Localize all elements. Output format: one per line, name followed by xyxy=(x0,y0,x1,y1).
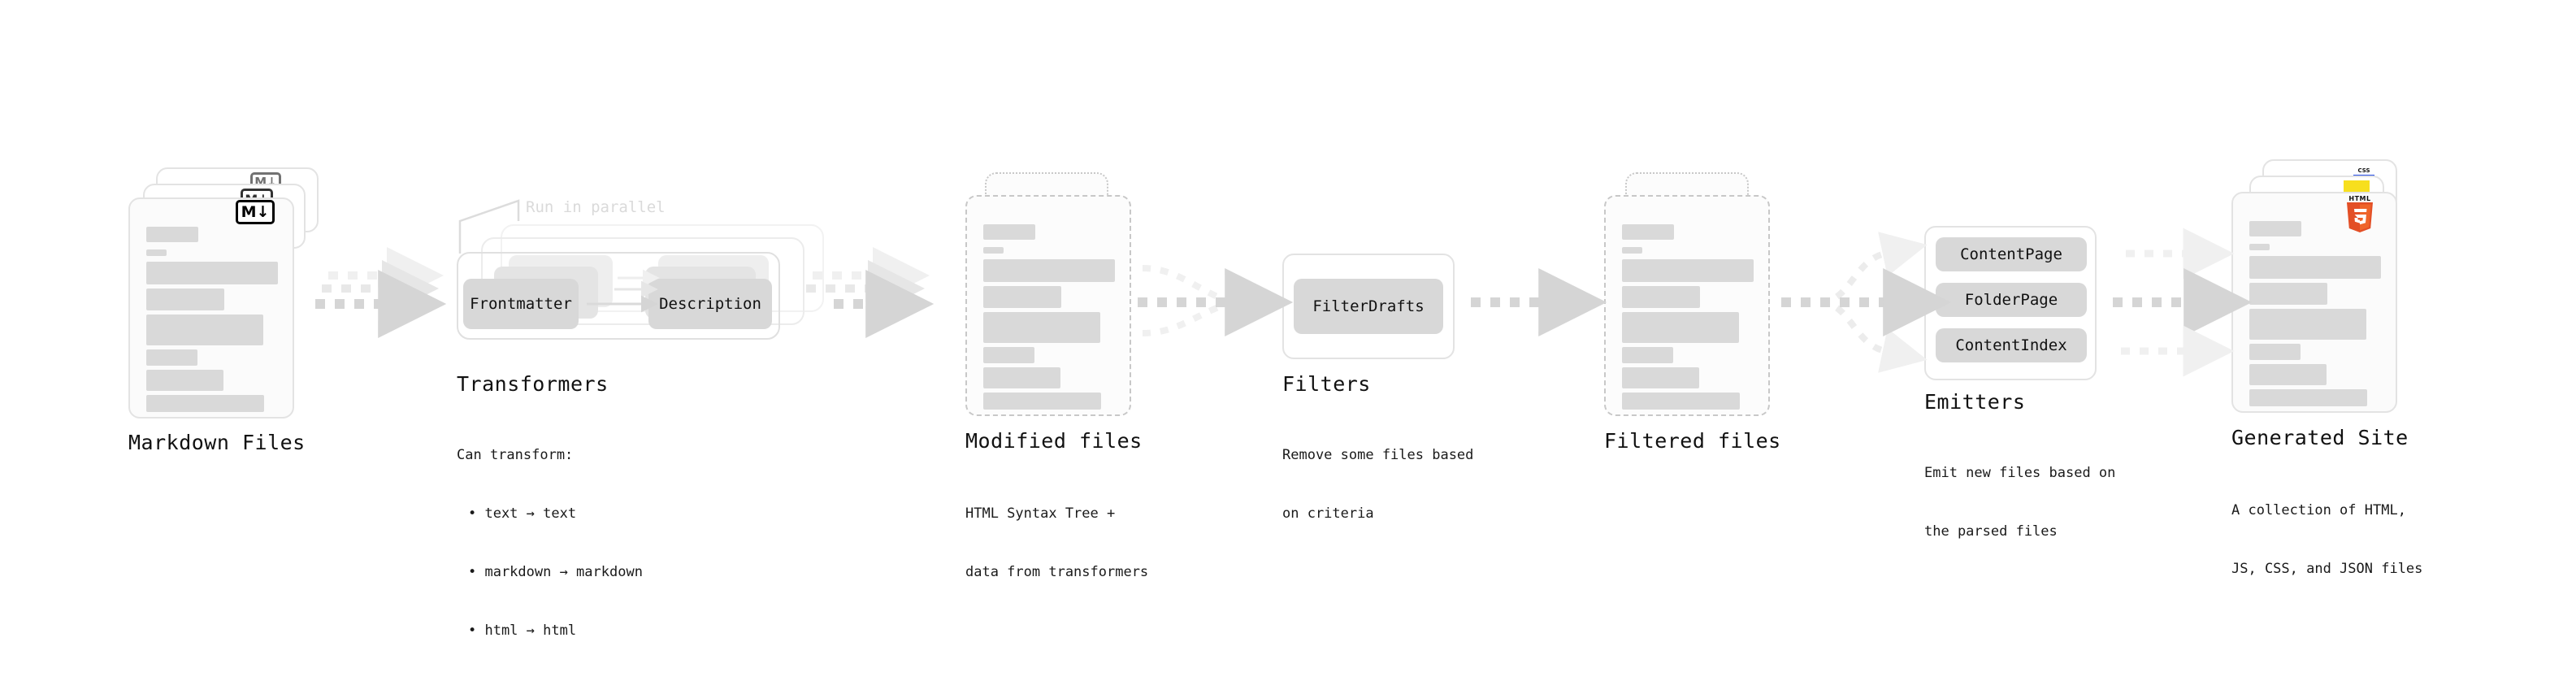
transformers-desc-line-1: • text → text xyxy=(468,505,577,522)
html5-badge-label: HTML xyxy=(2348,195,2371,202)
placeholder-bar xyxy=(983,247,1004,254)
placeholder-bar xyxy=(146,227,198,242)
emitters-desc-line-0: Emit new files based on xyxy=(1924,465,2116,481)
stage-description-generated-site: A collection of HTML, JS, CSS, and JSON … xyxy=(2231,462,2422,618)
markdown-file-card xyxy=(128,197,294,419)
placeholder-bar xyxy=(146,349,197,366)
emitter-pill-folderpage[interactable]: FolderPage xyxy=(1936,283,2087,317)
stage-caption-emitters: Emitters xyxy=(1924,390,2026,414)
stage-caption-transformers: Transformers xyxy=(457,372,609,396)
connector-emitters-to-site xyxy=(2113,228,2253,377)
placeholder-bar xyxy=(2249,256,2381,279)
placeholder-bar xyxy=(146,288,224,310)
placeholder-bar xyxy=(146,249,167,256)
placeholder-bar xyxy=(1622,224,1674,240)
generated-file-card xyxy=(2231,192,2397,413)
transformers-desc-line-3: • html → html xyxy=(468,622,577,639)
emitter-pill-contentpage[interactable]: ContentPage xyxy=(1936,237,2087,271)
filters-desc-line-1: on criteria xyxy=(1282,505,1374,522)
css-badge-label: CSS xyxy=(2357,167,2370,174)
connector-md-to-transformers xyxy=(315,247,447,338)
placeholder-bar xyxy=(1622,247,1642,254)
placeholder-bar xyxy=(146,395,264,412)
placeholder-bar xyxy=(2249,344,2301,360)
transformers-desc-line-0: Can transform: xyxy=(457,447,574,463)
stage-description-modified-files: HTML Syntax Tree + data from transformer… xyxy=(965,465,1148,621)
site-desc-line-0: A collection of HTML, xyxy=(2231,502,2406,518)
placeholder-bar xyxy=(1622,347,1673,363)
placeholder-bar xyxy=(2249,221,2301,236)
stage-caption-filtered-files: Filtered files xyxy=(1604,429,1781,453)
placeholder-bar xyxy=(2249,244,2270,250)
stage-description-emitters: Emit new files based on the parsed files xyxy=(1924,424,2115,580)
placeholder-bar xyxy=(983,347,1034,363)
placeholder-bar xyxy=(983,393,1101,410)
placeholder-bar xyxy=(983,286,1061,308)
placeholder-bar xyxy=(983,367,1060,388)
stage-caption-generated-site: Generated Site xyxy=(2231,426,2409,449)
placeholder-bar xyxy=(2249,283,2327,305)
placeholder-bar xyxy=(983,224,1035,240)
modified-file-card xyxy=(965,195,1131,416)
markdown-badge: M↓ xyxy=(236,200,275,224)
placeholder-bar xyxy=(1622,393,1740,410)
placeholder-bar xyxy=(983,312,1100,343)
modified-desc-line-1: data from transformers xyxy=(965,564,1149,580)
transformer-group xyxy=(457,252,780,340)
placeholder-bar xyxy=(1622,286,1700,308)
emitters-desc-line-1: the parsed files xyxy=(1924,523,2058,540)
placeholder-bar xyxy=(2249,389,2367,406)
emitter-pill-contentindex[interactable]: ContentIndex xyxy=(1936,328,2087,362)
placeholder-bar xyxy=(1622,259,1754,282)
run-in-parallel-label: Run in parallel xyxy=(526,198,666,216)
placeholder-bar xyxy=(146,314,263,345)
html5-shield-icon xyxy=(2347,202,2373,232)
filters-desc-line-0: Remove some files based xyxy=(1282,447,1474,463)
stage-caption-modified-files: Modified files xyxy=(965,429,1143,453)
placeholder-bar xyxy=(1622,367,1699,388)
placeholder-bar xyxy=(2249,309,2366,340)
html5-badge: HTML xyxy=(2344,195,2376,234)
transformers-desc-line-2: • markdown → markdown xyxy=(468,564,643,580)
placeholder-bar xyxy=(983,259,1115,282)
placeholder-bar xyxy=(1622,312,1739,343)
stage-caption-markdown-files: Markdown Files xyxy=(128,431,306,454)
placeholder-bar xyxy=(2249,364,2327,385)
transformer-pill-frontmatter[interactable]: Frontmatter xyxy=(463,279,579,329)
placeholder-bar xyxy=(146,370,223,391)
filtered-file-card xyxy=(1604,195,1770,416)
transformer-pill-description[interactable]: Description xyxy=(648,279,772,329)
filter-pill-filterdrafts[interactable]: FilterDrafts xyxy=(1294,279,1443,334)
stage-caption-filters: Filters xyxy=(1282,372,1371,396)
stage-description-transformers: Can transform: • text → text • markdown … xyxy=(457,406,643,679)
connector-modified-to-filters xyxy=(1138,265,1294,336)
modified-desc-line-0: HTML Syntax Tree + xyxy=(965,505,1116,522)
stage-description-filters: Remove some files based on criteria xyxy=(1282,406,1473,562)
connector-filtered-to-emitters xyxy=(1781,232,1952,373)
placeholder-bar xyxy=(146,262,278,284)
site-desc-line-1: JS, CSS, and JSON files xyxy=(2231,561,2423,577)
